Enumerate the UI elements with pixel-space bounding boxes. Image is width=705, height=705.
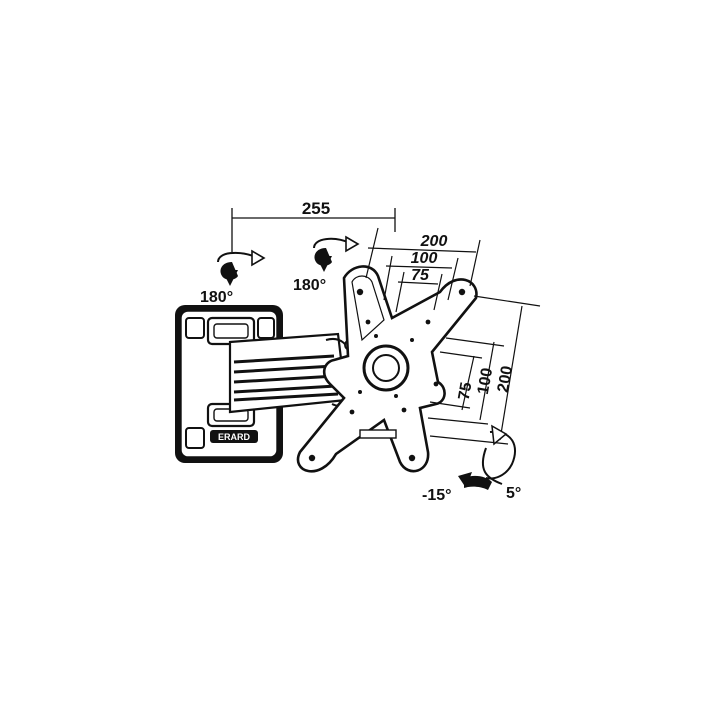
- arm-span-dimension: 255: [231, 199, 396, 252]
- tilt-down-label: -15°: [422, 487, 452, 504]
- wall-swivel-label: 180°: [200, 289, 233, 306]
- head-swivel-arrow-icon: [313, 235, 360, 272]
- wall-swivel-arrow-icon: [217, 249, 266, 286]
- vesa-h-200: 200: [420, 233, 448, 250]
- arm-span-label: 255: [302, 199, 330, 218]
- vesa-v-100: 100: [475, 367, 496, 396]
- head-swivel-label: 180°: [293, 277, 326, 294]
- vesa-v-75: 75: [456, 381, 476, 402]
- vesa-v-200: 200: [495, 365, 516, 394]
- tilt-arrows-icon: [458, 424, 517, 490]
- vesa-h-100: 100: [411, 250, 438, 267]
- vesa-horizontal-dimensions: 200 100 75: [365, 227, 481, 313]
- vesa-h-75: 75: [411, 267, 430, 284]
- brand-label: ERARD: [218, 432, 251, 442]
- tilt-up-label: 5°: [506, 485, 521, 502]
- vesa-head-plate: [296, 265, 478, 473]
